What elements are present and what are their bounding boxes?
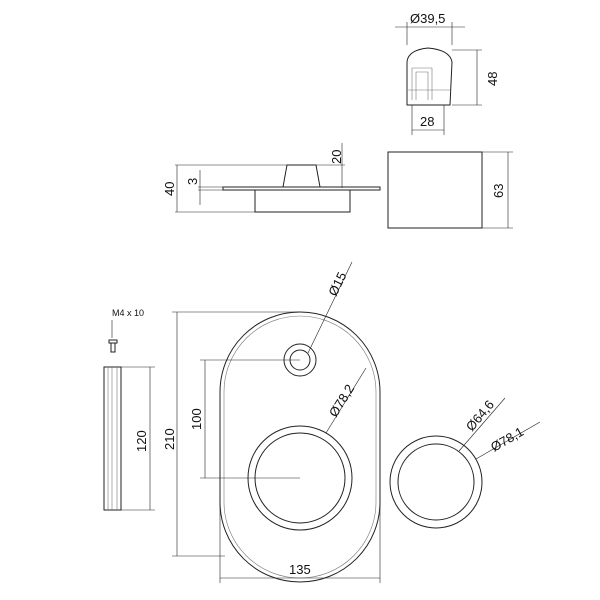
ring-view: Ø64,6 Ø78,1 <box>389 397 541 529</box>
plate-height-label: 210 <box>162 428 177 450</box>
screw-strip-view: M4 x 10 120 <box>103 308 155 511</box>
plate-width-label: 135 <box>289 562 311 577</box>
knob-height-label: 48 <box>485 72 500 86</box>
cover-view: 63 <box>387 151 513 229</box>
strip-length-label: 120 <box>134 430 149 452</box>
screw-label: M4 x 10 <box>112 308 144 318</box>
knob-base-label: 28 <box>420 114 434 129</box>
side-view: 40 3 20 <box>162 143 381 213</box>
plate-front-view: 100 210 135 Ø15 Ø78,2 <box>162 261 381 583</box>
large-hole-diameter-label: Ø78,2 <box>326 382 357 420</box>
plate-thickness-label: 3 <box>185 178 200 185</box>
side-height-label: 40 <box>162 182 177 196</box>
hole-diameter-label: Ø15 <box>325 270 349 299</box>
cover-height-label: 63 <box>491 184 506 198</box>
ring-outer-diameter-label: Ø78,1 <box>488 424 526 455</box>
knob-view: Ø39,5 48 28 <box>395 11 500 135</box>
knob-diameter-label: Ø39,5 <box>410 11 445 26</box>
hole-spacing-label: 100 <box>189 408 204 430</box>
ring-inner-diameter-label: Ø64,6 <box>463 397 497 434</box>
boss-height-label: 20 <box>329 150 344 164</box>
